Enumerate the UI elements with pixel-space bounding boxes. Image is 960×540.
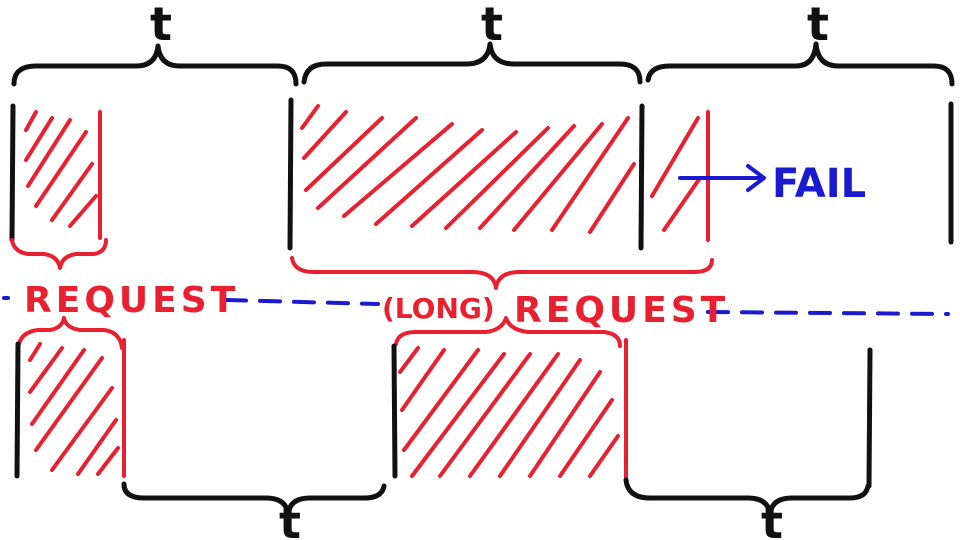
top-brace-1 [11,43,299,87]
request-label-1: REQUEST [24,280,239,321]
blue-dashed-divider-middle [224,298,380,306]
bottom-request-brace-1 [16,316,124,350]
blue-dashed-divider-right [706,310,950,316]
top-timeline: t t t [9,0,955,290]
bottom-brace-2 [623,477,871,517]
top-brace-3 [645,41,955,87]
top-tick-2 [287,97,294,251]
top-t-label-3: t [807,0,829,51]
top-tick-1 [9,103,16,243]
bottom-request-block-2 [398,338,628,480]
bottom-tick-2 [391,343,398,479]
bottom-request-brace-2 [394,316,622,348]
top-request-block-1 [24,110,102,240]
top-brace-2 [301,41,643,85]
top-request-block-2 [300,104,710,242]
long-prefix-label: (LONG) [382,292,495,325]
long-request-brace [290,256,714,290]
top-t-label-1: t [150,0,172,51]
bottom-tick-1 [14,341,21,479]
request-label-2: REQUEST [514,290,729,331]
bottom-request-block-1 [28,338,126,478]
fail-label: FAIL [772,161,866,207]
bottom-t-label-2: t [761,495,783,540]
divider: REQUEST (LONG) REQUEST [2,280,950,331]
bottom-tick-3 [866,347,873,489]
top-tick-3 [638,103,645,251]
fail-arrow-icon [678,164,766,192]
request-1-brace [10,238,108,270]
bottom-t-label-1: t [279,495,301,540]
bottom-timeline: t t [14,316,873,540]
bottom-brace-1 [121,481,387,517]
top-t-label-2: t [481,0,503,51]
